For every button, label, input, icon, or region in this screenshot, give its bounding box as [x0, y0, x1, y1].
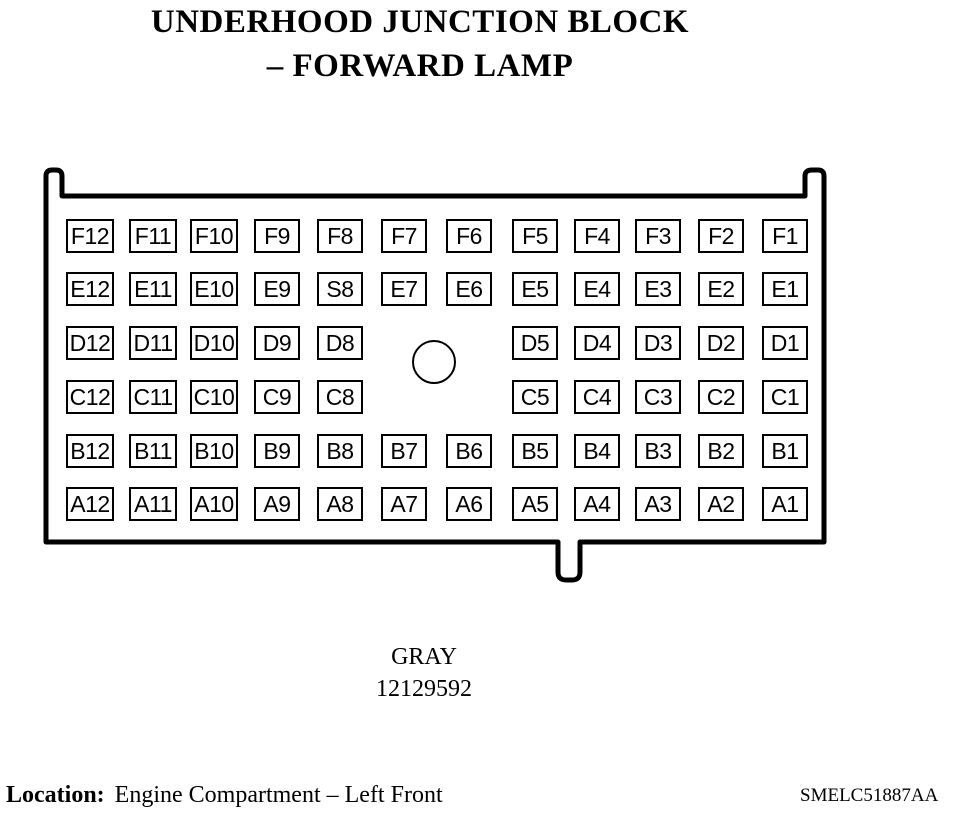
pin-cavity-a4: A4 [574, 487, 620, 521]
pin-cavity-f6: F6 [446, 219, 492, 253]
pin-cavity-d5: D5 [512, 326, 558, 360]
pin-cavity-a3: A3 [635, 487, 681, 521]
pin-cavity-c9: C9 [254, 380, 300, 414]
pin-cavity-d3: D3 [635, 326, 681, 360]
pin-cavity-f1: F1 [762, 219, 808, 253]
pin-cavity-a5: A5 [512, 487, 558, 521]
pin-cavity-d4: D4 [574, 326, 620, 360]
pin-cavity-e4: E4 [574, 272, 620, 306]
pin-cavity-b6: B6 [446, 434, 492, 468]
pin-cavity-d1: D1 [762, 326, 808, 360]
pin-cavity-c1: C1 [762, 380, 808, 414]
pin-cavity-e5: E5 [512, 272, 558, 306]
center-bolt-hole [412, 340, 456, 384]
pin-cavity-b3: B3 [635, 434, 681, 468]
pin-cavity-d8: D8 [317, 326, 363, 360]
connector-color: GRAY [391, 644, 457, 670]
reference-code: SMELC51887AA [800, 785, 939, 806]
pin-cavity-b5: B5 [512, 434, 558, 468]
pin-cavity-e3: E3 [635, 272, 681, 306]
pin-cavity-a10: A10 [190, 487, 238, 521]
pin-cavity-f7: F7 [381, 219, 427, 253]
location-line: Location: Engine Compartment – Left Front [6, 782, 443, 809]
pin-cavity-c2: C2 [698, 380, 744, 414]
pin-cavity-f9: F9 [254, 219, 300, 253]
pin-cavity-a7: A7 [381, 487, 427, 521]
diagram-title-line2: – FORWARD LAMP [266, 48, 574, 84]
pin-cavity-c8: C8 [317, 380, 363, 414]
pin-cavity-b11: B11 [129, 434, 177, 468]
connector-housing-outline [43, 167, 827, 583]
location-label: Location: [6, 782, 105, 808]
pin-cavity-b1: B1 [762, 434, 808, 468]
pin-cavity-a12: A12 [66, 487, 114, 521]
pin-cavity-d9: D9 [254, 326, 300, 360]
pin-cavity-f4: F4 [574, 219, 620, 253]
pin-cavity-c10: C10 [190, 380, 238, 414]
pin-cavity-a9: A9 [254, 487, 300, 521]
pin-cavity-e11: E11 [129, 272, 177, 306]
pin-cavity-d11: D11 [129, 326, 177, 360]
diagram-title-line1: UNDERHOOD JUNCTION BLOCK [150, 4, 690, 40]
pin-cavity-f5: F5 [512, 219, 558, 253]
pin-cavity-b2: B2 [698, 434, 744, 468]
pin-cavity-c4: C4 [574, 380, 620, 414]
pin-cavity-c3: C3 [635, 380, 681, 414]
pin-cavity-e7: E7 [381, 272, 427, 306]
pin-cavity-e1: E1 [762, 272, 808, 306]
pin-cavity-s8: S8 [317, 272, 363, 306]
pin-cavity-f11: F11 [129, 219, 177, 253]
pin-cavity-f3: F3 [635, 219, 681, 253]
pin-cavity-b7: B7 [381, 434, 427, 468]
pin-cavity-f12: F12 [66, 219, 114, 253]
pin-cavity-d12: D12 [66, 326, 114, 360]
pin-cavity-b9: B9 [254, 434, 300, 468]
pin-cavity-d10: D10 [190, 326, 238, 360]
pin-cavity-f10: F10 [190, 219, 238, 253]
pin-cavity-a1: A1 [762, 487, 808, 521]
pin-cavity-a11: A11 [129, 487, 177, 521]
pin-cavity-b10: B10 [190, 434, 238, 468]
pin-cavity-b12: B12 [66, 434, 114, 468]
pin-cavity-c5: C5 [512, 380, 558, 414]
pin-cavity-d2: D2 [698, 326, 744, 360]
location-value: Engine Compartment – Left Front [114, 782, 443, 808]
pin-cavity-f2: F2 [698, 219, 744, 253]
pin-cavity-e10: E10 [190, 272, 238, 306]
pin-cavity-b4: B4 [574, 434, 620, 468]
pin-cavity-c11: C11 [129, 380, 177, 414]
pin-cavity-a2: A2 [698, 487, 744, 521]
pin-cavity-a6: A6 [446, 487, 492, 521]
pin-cavity-c12: C12 [66, 380, 114, 414]
pin-cavity-e9: E9 [254, 272, 300, 306]
pin-cavity-b8: B8 [317, 434, 363, 468]
pin-cavity-f8: F8 [317, 219, 363, 253]
pin-cavity-a8: A8 [317, 487, 363, 521]
pin-cavity-e6: E6 [446, 272, 492, 306]
connector-part-number: 12129592 [376, 676, 472, 702]
pin-cavity-e12: E12 [66, 272, 114, 306]
pin-cavity-e2: E2 [698, 272, 744, 306]
